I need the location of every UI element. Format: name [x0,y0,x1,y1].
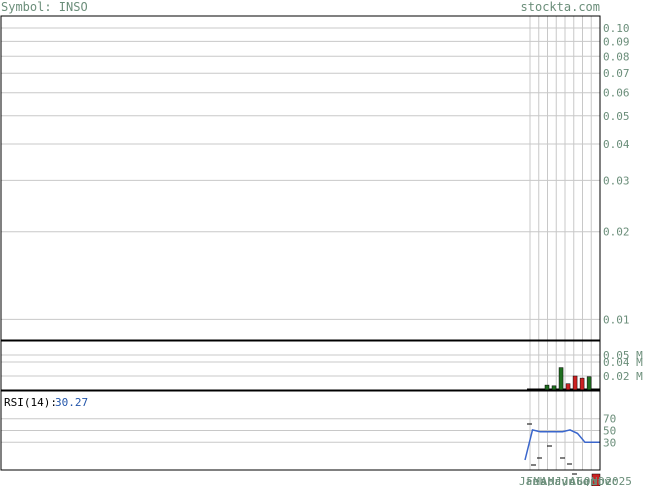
x-tick-label: Dec [598,475,618,486]
price-tick-label: 0.02 [603,226,630,239]
x-tick-label: Oct [584,475,604,486]
x-tick-label: Aug [569,475,589,486]
volume-bar [558,367,564,391]
price-panel-frame [0,15,601,341]
rsi-panel-frame [0,390,601,471]
price-tick-label: 0.01 [603,313,630,326]
x-tick-label: Apr [541,475,561,486]
x-tick-label: Nov [591,475,611,486]
rsi-tick-label: 50 [603,425,616,438]
price-tick-label: 0.08 [603,50,630,63]
price-tick-label: 0.04 [603,138,630,151]
volume-tick-label: 0.02 M [603,370,643,383]
rsi-indicator-value: 30.27 [55,396,88,409]
site-label[interactable]: stockta.com [520,0,600,14]
volume-tick-label: 0.05 M [603,349,643,362]
x-tick-label: Sep [577,475,597,486]
x-tick-label: Jan [519,475,539,486]
x-tick-label: Jun [555,475,575,486]
price-tick-label: 0.07 [603,67,630,80]
volume-bar [565,383,571,391]
volume-panel-frame [0,340,601,391]
symbol-label: Symbol: INSO [1,0,88,14]
rsi-tick-label: 30 [603,436,616,449]
volume-bar [586,376,592,391]
volume-bar [551,385,557,391]
price-tick-label: 0.06 [603,87,630,100]
rsi-line [524,428,600,461]
volume-tick-label: 0.04 M [603,356,643,369]
price-tick-label: 0.09 [603,35,630,48]
x-tick-label: 2025 [605,475,632,486]
rsi-tick-label: 70 [603,413,616,426]
x-tick-label: Feb [526,475,546,486]
price-tick-label: 0.05 [603,110,630,123]
volume-bar [572,375,578,391]
x-tick-label: Mar [533,475,553,486]
volume-bar [579,377,585,391]
price-tick-label: 0.03 [603,174,630,187]
volume-bar [544,384,550,391]
x-tick-label: May [548,475,568,486]
price-tick-label: 0.10 [603,22,630,35]
x-tick-label: Jul [562,475,582,486]
rsi-indicator-label: RSI(14): [4,396,57,409]
